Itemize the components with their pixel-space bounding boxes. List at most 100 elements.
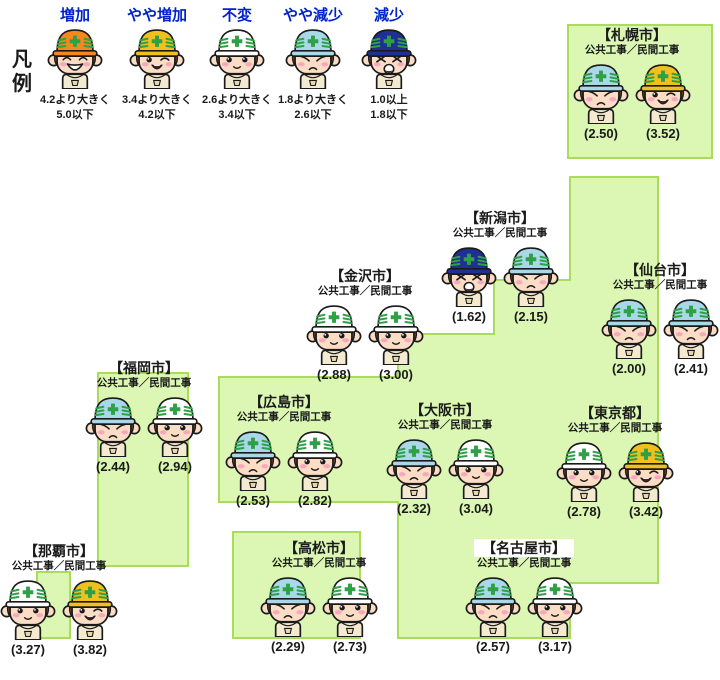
worker-face-public (573, 61, 629, 124)
city-works-label: 公共工事／民間工事 (452, 227, 548, 239)
city-works-label: 公共工事／民間工事 (612, 279, 708, 291)
city-name: 【名古屋市】 (462, 539, 586, 557)
worker-face-icon (361, 26, 417, 89)
worker-face-public (601, 296, 657, 359)
private-works-value: (3.42) (629, 504, 663, 519)
city-fukuoka: 【福岡市】 公共工事／民間工事 (2.44) (2.94) (84, 360, 204, 474)
city-naha: 【那覇市】 公共工事／民間工事 (3.27) (3.82) (0, 543, 118, 657)
city-works-label: 公共工事／民間工事 (397, 419, 493, 431)
city-name: 【福岡市】 (109, 360, 179, 376)
legend-label: 増加 (59, 7, 90, 24)
city-osaka: 【大阪市】 公共工事／民間工事 (2.32) (3.04) (386, 402, 504, 516)
worker-face-icon (209, 26, 265, 89)
private-works-value: (3.04) (459, 501, 493, 516)
city-tokyo: 【東京都】 公共工事／民間工事 (2.78) (3.42) (556, 405, 674, 519)
city-kanazawa: 【金沢市】 公共工事／民間工事 (2.88) (3.00) (304, 268, 426, 382)
legend-label: やや増加 (126, 7, 187, 24)
worker-face-private (62, 577, 118, 640)
city-name: 【東京都】 (580, 405, 650, 421)
legend-range: 2.6より大きく (201, 94, 273, 106)
worker-face-private (618, 439, 674, 502)
private-works-value: (3.17) (538, 639, 572, 654)
city-name: 【新潟市】 (465, 210, 535, 226)
private-works-value: (3.52) (646, 126, 680, 141)
city-works-label: 公共工事／民間工事 (271, 557, 367, 569)
public-works-value: (2.29) (271, 639, 305, 654)
city-nagoya: 【名古屋市】 公共工事／民間工事 (2.57) (3.17) (462, 539, 586, 654)
city-name: 【高松市】 (284, 540, 354, 556)
worker-face-private (147, 394, 203, 457)
legend-item-slight-decrease: やや減少 1.8より大きく 2.6以下 (274, 4, 352, 123)
legend-range: 4.2より大きく (39, 94, 111, 106)
worker-face-icon (47, 26, 103, 89)
worker-face-icon (285, 26, 341, 89)
worker-face-private (527, 574, 583, 637)
city-works-label: 公共工事／民間工事 (476, 557, 572, 569)
worker-face-icon (129, 26, 185, 89)
private-works-value: (3.00) (379, 367, 413, 382)
city-sendai: 【仙台市】 公共工事／民間工事 (2.00) (2.41) (600, 262, 720, 376)
worker-face-private (635, 61, 691, 124)
city-niigata: 【新潟市】 公共工事／民間工事 (1.62) (2.15) (436, 210, 564, 324)
legend-label: 減少 (373, 7, 404, 24)
worker-face-public (0, 577, 56, 640)
legend-item-slight-increase: やや増加 3.4より大きく 4.2以下 (118, 4, 196, 123)
public-works-value: (2.44) (96, 459, 130, 474)
worker-face-public (556, 439, 612, 502)
private-works-value: (2.15) (514, 309, 548, 324)
legend-range: 1.0以上 (370, 94, 408, 106)
legend-title-char: 凡 (12, 49, 32, 71)
public-works-value: (2.78) (567, 504, 601, 519)
public-works-value: (2.57) (476, 639, 510, 654)
worker-face-public (465, 574, 521, 637)
legend-range: 4.2以下 (138, 109, 176, 121)
public-works-value: (3.27) (11, 642, 45, 657)
legend-range: 3.4以下 (218, 109, 256, 121)
public-works-value: (2.00) (612, 361, 646, 376)
worker-face-public (85, 394, 141, 457)
worker-face-public (386, 436, 442, 499)
legend-item-decrease: 減少 1.0以上 1.8以下 (350, 4, 428, 123)
private-works-value: (2.82) (298, 493, 332, 508)
legend-item-unchanged: 不変 2.6より大きく 3.4以下 (198, 4, 276, 123)
legend-label: 不変 (221, 7, 252, 24)
city-name: 【仙台市】 (625, 262, 695, 278)
private-works-value: (3.82) (73, 642, 107, 657)
legend-range: 1.8より大きく (277, 94, 349, 106)
private-works-value: (2.73) (333, 639, 367, 654)
legend-range: 2.6以下 (294, 109, 332, 121)
public-works-value: (2.50) (584, 126, 618, 141)
worker-face-private (663, 296, 719, 359)
worker-face-private (503, 244, 559, 307)
city-name: 【大阪市】 (410, 402, 480, 418)
city-takamatsu: 【高松市】 公共工事／民間工事 (2.29) (2.73) (258, 540, 380, 654)
worker-face-private (287, 428, 343, 491)
city-sapporo: 【札幌市】 公共工事／民間工事 (2.50) (3.52) (568, 27, 696, 141)
public-works-value: (1.62) (452, 309, 486, 324)
worker-face-public (306, 302, 362, 365)
worker-face-public (260, 574, 316, 637)
worker-face-public (441, 244, 497, 307)
public-works-value: (2.32) (397, 501, 431, 516)
city-works-label: 公共工事／民間工事 (317, 285, 413, 297)
city-works-label: 公共工事／民間工事 (584, 44, 680, 56)
legend-label: やや減少 (282, 7, 343, 24)
worker-face-public (225, 428, 281, 491)
legend-range: 3.4より大きく (121, 94, 193, 106)
legend-item-increase: 増加 4.2より大きく 5.0以下 (36, 4, 114, 123)
city-works-label: 公共工事／民間工事 (567, 422, 663, 434)
worker-face-private (448, 436, 504, 499)
city-name: 【札幌市】 (597, 27, 667, 43)
public-works-value: (2.88) (317, 367, 351, 382)
public-works-value: (2.53) (236, 493, 270, 508)
city-name: 【金沢市】 (330, 268, 400, 284)
map-region-honshu (218, 176, 659, 639)
legend-title: 凡 例 (8, 48, 36, 96)
legend-range: 5.0以下 (56, 109, 94, 121)
private-works-value: (2.41) (674, 361, 708, 376)
city-name: 【那覇市】 (24, 543, 94, 559)
worker-face-private (322, 574, 378, 637)
private-works-value: (2.94) (158, 459, 192, 474)
city-works-label: 公共工事／民間工事 (96, 377, 192, 389)
